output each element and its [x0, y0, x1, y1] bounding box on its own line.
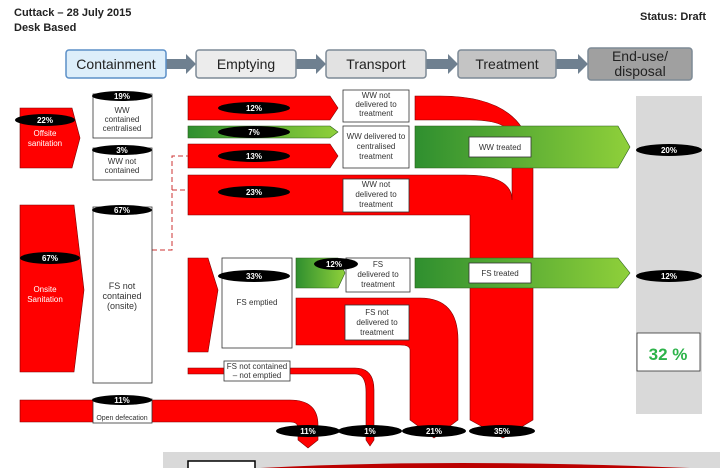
percent-badges: 22% 19% 3% 67% 67% 11% 12% 7% 13% 23% 33… [15, 91, 702, 437]
dashed-connector [152, 155, 188, 251]
fs-emptied-arrow [187, 257, 219, 353]
stage-transport: Transport [325, 49, 427, 79]
fs-treated-box [468, 262, 532, 284]
svg-text:13%: 13% [246, 152, 262, 161]
svg-text:21%: 21% [426, 427, 442, 436]
svg-text:Treatment: Treatment [475, 56, 538, 72]
badge-12: 12% [218, 102, 290, 114]
open-defecation-label: Open defecation [96, 415, 147, 422]
badge-offsite: 22% [15, 114, 75, 126]
svg-text:67%: 67% [114, 206, 130, 215]
status-label: Status: Draft [640, 11, 706, 23]
badge-open-defecation: 11% [92, 395, 152, 405]
svg-text:12%: 12% [246, 104, 262, 113]
badge-onsite: 67% [20, 252, 80, 264]
fs-not-delivered-box [344, 304, 410, 341]
svg-text:Containment: Containment [76, 56, 155, 72]
total-safe-value: 32 % [649, 345, 688, 364]
badge-enduse-fs: 12% [636, 270, 702, 282]
badge-13: 13% [218, 150, 290, 162]
fs-not-delivered-flow [295, 297, 459, 439]
svg-text:11%: 11% [114, 396, 130, 405]
svg-text:Transport: Transport [346, 56, 406, 72]
ww-not-delivered-box-2 [342, 178, 410, 213]
badge-ww-not-contained: 3% [92, 145, 152, 155]
bottom-strip [163, 452, 720, 468]
badge-out-21: 21% [402, 425, 466, 437]
onsite-sanitation-shape [19, 204, 85, 373]
fs-emptied-label: FS emptied [237, 298, 278, 307]
fs-not-contained-box [92, 206, 153, 384]
badge-33: 33% [218, 270, 290, 282]
badge-out-11: 11% [276, 425, 340, 437]
ww-delivered-box [342, 125, 410, 169]
fs-not-emptied-box [223, 360, 291, 382]
svg-text:23%: 23% [246, 188, 262, 197]
bottom-legend-box [187, 460, 256, 468]
ww-treated-box [468, 136, 532, 158]
stage-connectors [166, 54, 588, 74]
svg-text:33%: 33% [246, 272, 262, 281]
ww-treated-label: WW treated [479, 143, 521, 152]
svg-text:3%: 3% [116, 146, 128, 155]
report-subtitle: Desk Based [14, 22, 76, 34]
stage-treatment: Treatment [457, 49, 557, 79]
svg-text:22%: 22% [37, 116, 53, 125]
bottom-red-edge [260, 463, 690, 468]
svg-text:35%: 35% [494, 427, 510, 436]
svg-text:Emptying: Emptying [217, 56, 275, 72]
svg-text:End-use/: End-use/ [612, 48, 668, 64]
stage-emptying: Emptying [195, 49, 297, 79]
svg-text:disposal: disposal [614, 63, 665, 79]
stage-containment: Containment [65, 49, 167, 79]
svg-text:FS not contained– not emptied: FS not contained– not emptied [227, 362, 287, 380]
svg-text:11%: 11% [300, 427, 316, 436]
fs-not-emptied-flow [187, 367, 375, 447]
ww-not-delivered-box-1 [342, 89, 410, 123]
svg-text:1%: 1% [364, 427, 376, 436]
stage-enduse: End-use/ disposal [587, 47, 693, 81]
badge-out-1: 1% [338, 425, 402, 437]
svg-text:12%: 12% [326, 260, 342, 269]
svg-text:19%: 19% [114, 92, 130, 101]
svg-text:12%: 12% [661, 272, 677, 281]
badge-23: 23% [218, 186, 290, 198]
svg-text:7%: 7% [248, 128, 260, 137]
badge-ww-contained: 19% [92, 91, 152, 101]
svg-text:20%: 20% [661, 146, 677, 155]
badge-7: 7% [218, 126, 290, 138]
badge-fs-delivered: 12% [314, 258, 358, 270]
total-safe-box [636, 332, 701, 372]
badge-out-35: 35% [469, 425, 535, 437]
report-title: Cuttack – 28 July 2015 [14, 7, 131, 19]
open-defecation-flow [19, 399, 319, 449]
ww-contained-box [92, 93, 153, 139]
badge-fs-not-contained: 67% [92, 205, 152, 215]
fs-treated-label: FS treated [481, 269, 518, 278]
badge-enduse-ww: 20% [636, 144, 702, 156]
svg-text:67%: 67% [42, 254, 58, 263]
